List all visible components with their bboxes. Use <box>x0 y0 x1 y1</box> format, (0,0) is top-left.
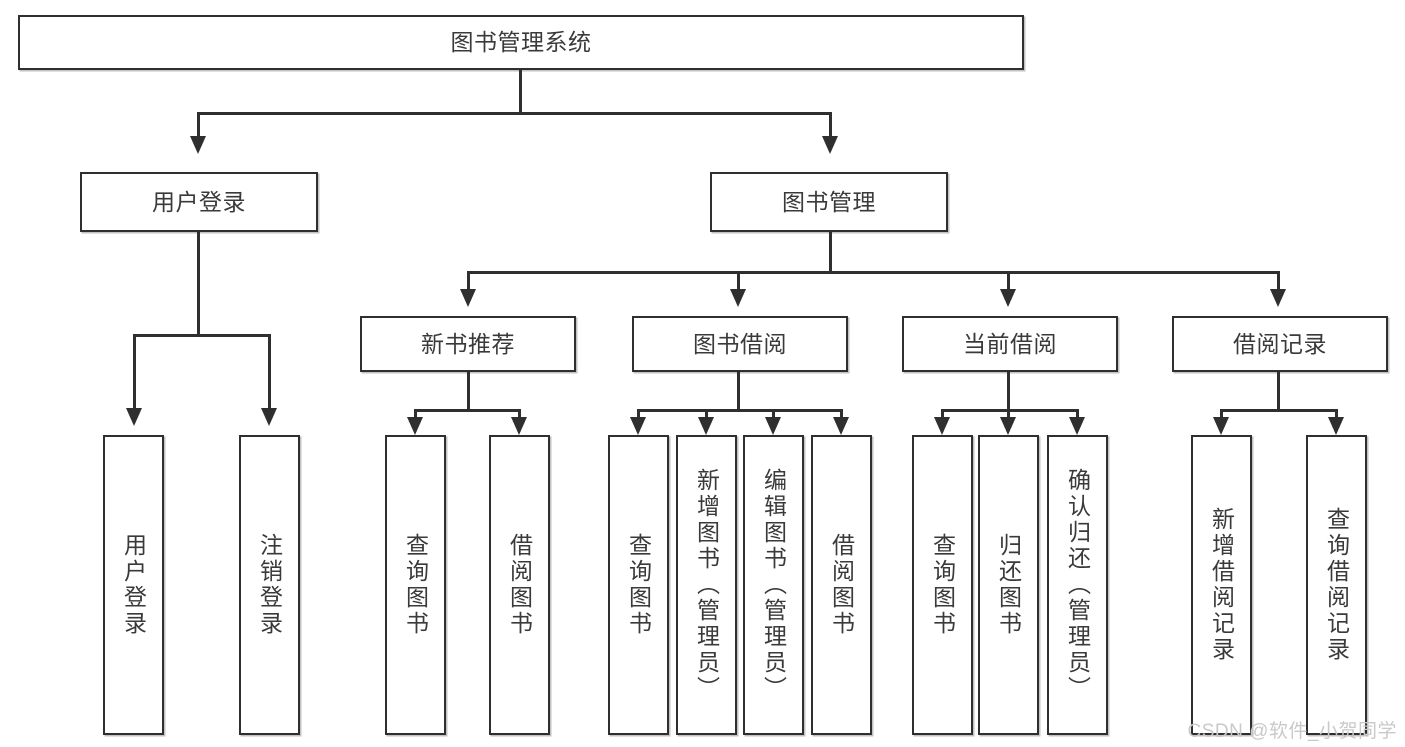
connector-user-login-bus <box>133 334 271 337</box>
node-label: 用户登录 <box>152 188 246 215</box>
node-label: 编辑图书（管理员） <box>760 468 787 702</box>
arrow-leaf-book-borrow-1 <box>630 417 646 435</box>
node-label: 借阅图书 <box>506 533 533 637</box>
arrow-leaf-book-borrow-4 <box>833 417 849 435</box>
arrow-leaf-book-borrow-3 <box>765 417 781 435</box>
leaf-book-borrow-add[interactable]: 新增图书（管理员） <box>676 435 737 735</box>
arrow-book-borrow <box>730 289 746 307</box>
node-label: 新增图书（管理员） <box>693 468 720 702</box>
connector-book-borrow-drop-4 <box>840 409 843 423</box>
arrow-leaf-current-borrow-2 <box>1000 417 1016 435</box>
arrow-leaf-current-borrow-1 <box>934 417 950 435</box>
connector-borrow-record-drop-2 <box>1335 409 1338 423</box>
node-label: 查询图书 <box>929 533 956 637</box>
node-label: 当前借阅 <box>963 330 1057 357</box>
arrow-borrow-record <box>1270 289 1286 307</box>
arrow-leaf-new-book-2 <box>511 417 527 435</box>
connector-current-borrow-stem <box>1007 372 1010 412</box>
connector-root-stem <box>519 70 522 113</box>
arrow-leaf-book-borrow-2 <box>698 417 714 435</box>
leaf-book-borrow-query[interactable]: 查询图书 <box>608 435 669 735</box>
node-label: 查询图书 <box>625 533 652 637</box>
connector-new-book-stem <box>467 372 470 412</box>
leaf-borrow-record-add[interactable]: 新增借阅记录 <box>1191 435 1252 735</box>
connector-current-borrow-drop-2 <box>1007 409 1010 423</box>
leaf-new-book-borrow[interactable]: 借阅图书 <box>489 435 550 735</box>
connector-book-mgmt-drop-4 <box>1277 271 1280 291</box>
node-label: 查询图书 <box>402 533 429 637</box>
node-new-book-recommend[interactable]: 新书推荐 <box>360 316 576 372</box>
arrow-leaf-new-book-1 <box>407 417 423 435</box>
node-label: 新书推荐 <box>421 330 515 357</box>
node-label: 用户登录 <box>120 533 147 637</box>
node-label: 图书借阅 <box>693 330 787 357</box>
leaf-book-borrow-edit[interactable]: 编辑图书（管理员） <box>743 435 804 735</box>
node-label: 新增借阅记录 <box>1208 507 1235 663</box>
node-label: 借阅图书 <box>828 533 855 637</box>
node-book-borrow[interactable]: 图书借阅 <box>632 316 848 372</box>
connector-drop-book-mgmt <box>829 112 832 140</box>
connector-book-borrow-stem <box>737 372 740 412</box>
connector-borrow-record-bus <box>1220 409 1338 412</box>
connector-borrow-record-stem <box>1277 372 1280 412</box>
node-label: 归还图书 <box>995 533 1022 637</box>
arrow-current-borrow <box>1000 289 1016 307</box>
leaf-current-borrow-confirm[interactable]: 确认归还（管理员） <box>1047 435 1108 735</box>
arrow-user-login <box>190 136 206 154</box>
connector-book-borrow-drop-3 <box>772 409 775 423</box>
leaf-user-login-login[interactable]: 用户登录 <box>103 435 164 735</box>
arrow-leaf-borrow-record-1 <box>1213 417 1229 435</box>
connector-new-book-drop-2 <box>518 409 521 423</box>
connector-user-login-drop-1 <box>133 334 136 410</box>
arrow-book-mgmt <box>822 136 838 154</box>
arrow-new-book-recommend <box>460 289 476 307</box>
node-label: 注销登录 <box>256 533 283 637</box>
connector-new-book-bus <box>414 409 521 412</box>
arrow-leaf-user-login-1 <box>126 408 142 426</box>
node-user-login[interactable]: 用户登录 <box>80 172 318 232</box>
node-label: 图书管理系统 <box>450 29 592 55</box>
leaf-new-book-query[interactable]: 查询图书 <box>385 435 446 735</box>
connector-root-bus <box>197 112 832 115</box>
connector-drop-user-login <box>197 112 200 140</box>
connector-book-mgmt-drop-1 <box>467 271 470 291</box>
connector-borrow-record-drop-1 <box>1220 409 1223 423</box>
node-label: 确认归还（管理员） <box>1064 468 1091 702</box>
connector-current-borrow-bus <box>941 409 1079 412</box>
connector-user-login-drop-2 <box>268 334 271 410</box>
node-label: 查询借阅记录 <box>1323 507 1350 663</box>
arrow-leaf-user-login-2 <box>261 408 277 426</box>
connector-book-mgmt-stem <box>829 232 832 274</box>
node-current-borrow[interactable]: 当前借阅 <box>902 316 1118 372</box>
node-book-management[interactable]: 图书管理 <box>710 172 948 232</box>
connector-user-login-stem <box>197 232 200 336</box>
leaf-current-borrow-query[interactable]: 查询图书 <box>912 435 973 735</box>
connector-new-book-drop-1 <box>414 409 417 423</box>
connector-current-borrow-drop-1 <box>941 409 944 423</box>
leaf-user-login-logout[interactable]: 注销登录 <box>239 435 300 735</box>
arrow-leaf-borrow-record-2 <box>1328 417 1344 435</box>
node-borrow-record[interactable]: 借阅记录 <box>1172 316 1388 372</box>
connector-book-borrow-drop-1 <box>637 409 640 423</box>
node-label: 图书管理 <box>782 188 876 215</box>
leaf-book-borrow-borrow[interactable]: 借阅图书 <box>811 435 872 735</box>
connector-book-mgmt-drop-2 <box>737 271 740 291</box>
leaf-current-borrow-return[interactable]: 归还图书 <box>978 435 1039 735</box>
leaf-borrow-record-query[interactable]: 查询借阅记录 <box>1306 435 1367 735</box>
connector-book-mgmt-bus <box>467 271 1279 274</box>
connector-book-borrow-drop-2 <box>705 409 708 423</box>
node-label: 借阅记录 <box>1233 330 1327 357</box>
arrow-leaf-current-borrow-3 <box>1069 417 1085 435</box>
node-root-system[interactable]: 图书管理系统 <box>18 15 1024 70</box>
connector-book-borrow-bus <box>637 409 843 412</box>
connector-current-borrow-drop-3 <box>1076 409 1079 423</box>
connector-book-mgmt-drop-3 <box>1007 271 1010 291</box>
